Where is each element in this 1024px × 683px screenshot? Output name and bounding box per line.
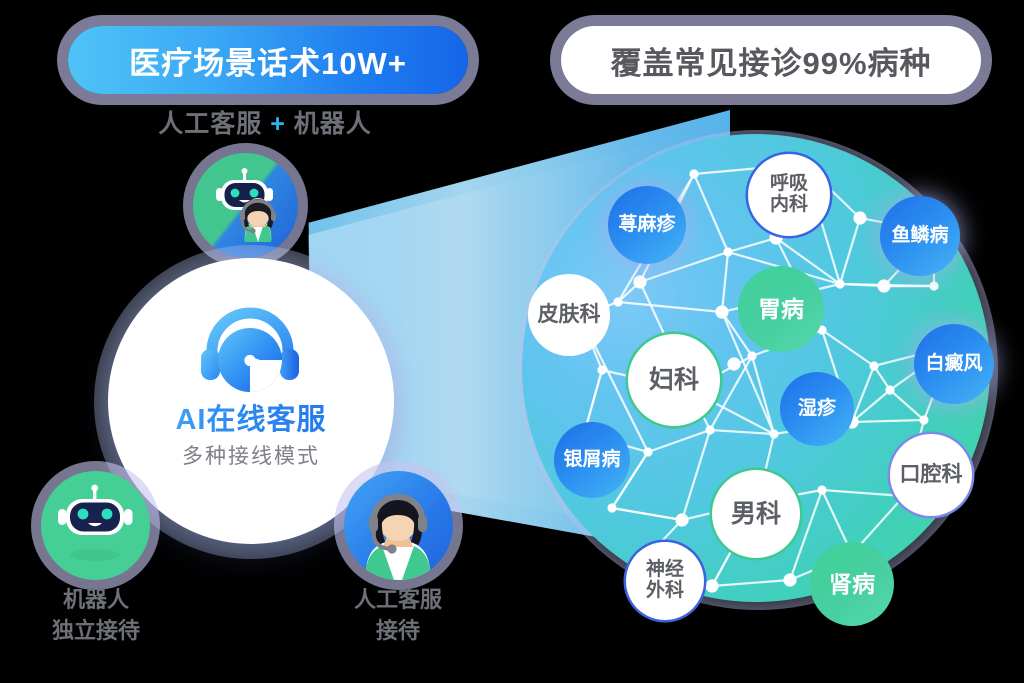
disease-node-label: 男科 <box>730 499 781 528</box>
network-edge <box>711 578 791 588</box>
disease-node-label: 肾病 <box>829 570 875 597</box>
disease-node-label: 白癜风 <box>925 352 983 374</box>
disease-node[interactable]: 口腔科 <box>890 434 972 516</box>
network-edge <box>611 451 649 509</box>
network-edge <box>709 428 775 436</box>
network-edge <box>639 250 729 284</box>
disease-node[interactable]: 呼吸内科 <box>748 154 830 236</box>
network-edge <box>775 237 841 285</box>
disease-node-label: 口腔科 <box>899 462 963 486</box>
disease-node-label: 荨麻疹 <box>618 213 676 235</box>
disease-node[interactable]: 肾病 <box>810 542 894 626</box>
badge-coverage-label: 覆盖常见接诊99%病种 <box>610 45 932 81</box>
left-caption-prefix: 人工客服 <box>158 110 263 138</box>
network-node-dot <box>727 357 741 371</box>
disease-node[interactable]: 妇科 <box>628 334 720 426</box>
disease-node[interactable]: 湿疹 <box>780 372 854 446</box>
network-node-dot <box>607 503 617 513</box>
network-node-dot <box>929 281 939 291</box>
headset-icon <box>201 307 299 392</box>
disease-node-label: 皮肤科 <box>537 302 601 326</box>
network-node-dot <box>747 351 757 361</box>
mode-agent-label: 人工客服 接待 <box>302 584 494 646</box>
network-edge <box>721 311 753 357</box>
mode-robot-line1: 机器人 <box>62 587 129 612</box>
badge-medical-scripts-label: 医疗场景话术10W+ <box>129 45 407 81</box>
network-node-dot <box>919 415 929 425</box>
network-edge <box>692 173 730 253</box>
agent-avatar <box>344 471 453 580</box>
disease-node[interactable]: 鱼鳞病 <box>880 196 960 276</box>
disease-node[interactable]: 荨麻疹 <box>608 186 686 264</box>
disease-network-sphere: 荨麻疹 呼吸内科鱼鳞病皮肤科 胃病白癜风妇科湿疹口腔科 银屑病男科神经外科 肾病 <box>496 118 1024 628</box>
badge-coverage: 覆盖常见接诊99%病种 <box>561 26 981 94</box>
network-edge <box>720 251 730 313</box>
network-edge <box>750 355 776 435</box>
disease-node[interactable]: 胃病 <box>738 266 824 352</box>
disease-node-label: 胃病 <box>758 295 804 322</box>
network-edge <box>680 429 712 521</box>
network-node-dot <box>835 279 845 289</box>
robot-agent-split-icon <box>216 168 276 242</box>
network-node-dot <box>817 485 827 495</box>
network-edge <box>720 311 776 435</box>
network-edge <box>838 217 862 285</box>
network-node-dot <box>597 365 607 375</box>
network-edge <box>851 418 925 424</box>
network-node-dot <box>877 279 891 293</box>
left-caption-suffix: 机器人 <box>293 110 372 138</box>
network-node-dot <box>675 513 689 527</box>
network-node-dot <box>705 425 715 435</box>
network-node-dot <box>715 305 729 319</box>
robot-agent-split-avatar <box>193 153 298 258</box>
network-edge <box>821 329 875 367</box>
brand-subtitle: 多种接线模式 <box>182 445 320 468</box>
network-node-dot <box>613 297 623 307</box>
brand-title: AI在线客服 <box>108 396 394 438</box>
network-edge <box>850 365 876 423</box>
network-edge <box>611 506 683 522</box>
disease-node-label: 妇科 <box>648 365 699 394</box>
mode-agent-line2: 接待 <box>375 618 420 643</box>
left-caption: 人工客服 + 机器人 <box>100 104 430 140</box>
disease-node-label: 神经外科 <box>645 559 684 601</box>
robot-avatar <box>41 471 150 580</box>
network-edge <box>889 389 925 421</box>
network-node-dot <box>783 573 797 587</box>
disease-node-label: 湿疹 <box>797 397 836 419</box>
disease-node[interactable]: 神经外科 <box>626 542 704 620</box>
network-edge <box>788 489 824 581</box>
network-node-dot <box>853 211 867 225</box>
network-edge <box>873 365 891 391</box>
disease-node[interactable]: 皮肤科 <box>528 274 610 356</box>
badge-medical-scripts: 医疗场景话术10W+ <box>68 26 468 94</box>
agent-headset-icon <box>365 494 431 580</box>
disease-node-label: 鱼鳞病 <box>891 224 949 246</box>
network-edge <box>821 488 905 498</box>
mode-robot-line2: 独立接待 <box>51 618 140 643</box>
network-node-dot <box>633 275 647 289</box>
network-node-dot <box>885 385 895 395</box>
disease-node[interactable]: 白癜风 <box>914 324 994 404</box>
network-edge <box>709 355 753 431</box>
mode-agent-line1: 人工客服 <box>353 587 442 612</box>
disease-node-label: 呼吸内科 <box>769 173 808 215</box>
disease-node-label: 银屑病 <box>563 448 621 470</box>
network-node-dot <box>723 247 733 257</box>
network-node-dot <box>705 579 719 593</box>
network-edge <box>617 300 723 314</box>
disease-node[interactable]: 银屑病 <box>554 422 630 498</box>
network-node-dot <box>689 169 699 179</box>
network-node-dot <box>769 429 779 439</box>
mode-robot-label: 机器人 独立接待 <box>0 584 192 646</box>
network-node-dot <box>869 361 879 371</box>
network-edge <box>647 428 711 454</box>
network-edge <box>727 236 777 254</box>
disease-node[interactable]: 男科 <box>712 470 800 558</box>
network-edge <box>851 389 891 423</box>
plus-icon: + <box>270 110 286 138</box>
network-node-dot <box>643 447 653 457</box>
robot-icon <box>58 484 133 561</box>
